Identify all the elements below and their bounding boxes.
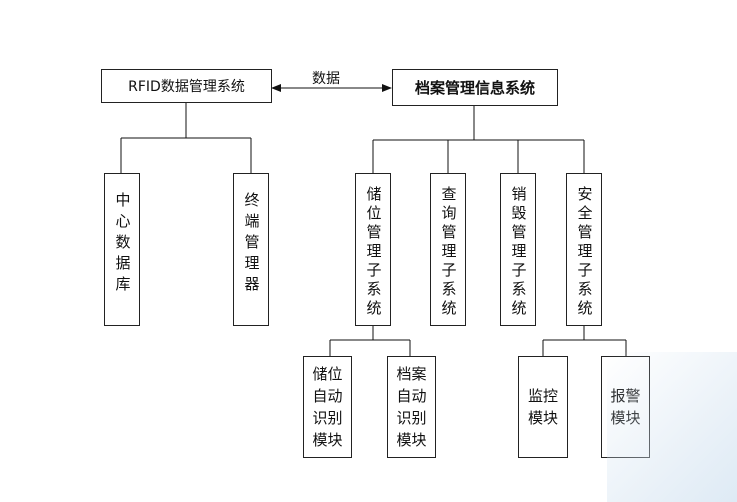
center-database-box: 中心数据库	[104, 173, 140, 326]
rfid-system-box: RFID数据管理系统	[101, 69, 272, 103]
data-arrow-label: 数据	[312, 71, 340, 87]
storage-auto-id-line-1: 储位	[312, 365, 343, 383]
archive-auto-id-line-1: 档案	[396, 365, 427, 383]
query-subsystem-label: 查询管理子系统	[439, 186, 458, 319]
storage-auto-id-module-box: 储位 自动 识别 模块	[303, 356, 352, 458]
archive-system-label: 档案管理信息系统	[414, 79, 535, 97]
terminal-manager-box: 终端管理器	[233, 173, 269, 326]
storage-subsystem-box: 储位管理子系统	[355, 173, 391, 326]
terminal-manager-label: 终端管理器	[242, 192, 261, 297]
archive-auto-id-line-3: 识别	[396, 409, 427, 427]
storage-subsystem-label: 储位管理子系统	[364, 186, 383, 319]
rfid-system-label: RFID数据管理系统	[128, 79, 245, 95]
security-subsystem-label: 安全管理子系统	[575, 186, 594, 319]
corner-watermark	[607, 352, 737, 502]
monitor-module-line-1: 监控	[527, 387, 558, 405]
storage-auto-id-line-2: 自动	[312, 387, 343, 405]
archive-auto-id-module-box: 档案 自动 识别 模块	[387, 356, 436, 458]
archive-auto-id-line-2: 自动	[396, 387, 427, 405]
storage-auto-id-line-3: 识别	[312, 409, 343, 427]
query-subsystem-box: 查询管理子系统	[430, 173, 466, 326]
center-database-label: 中心数据库	[113, 192, 132, 297]
destroy-subsystem-label: 销毁管理子系统	[509, 186, 528, 319]
storage-auto-id-line-4: 模块	[312, 431, 343, 449]
archive-system-box: 档案管理信息系统	[392, 69, 558, 106]
monitor-module-box: 监控 模块	[518, 356, 568, 458]
monitor-module-line-2: 模块	[527, 409, 558, 427]
destroy-subsystem-box: 销毁管理子系统	[500, 173, 536, 326]
archive-auto-id-line-4: 模块	[396, 431, 427, 449]
security-subsystem-box: 安全管理子系统	[566, 173, 602, 326]
